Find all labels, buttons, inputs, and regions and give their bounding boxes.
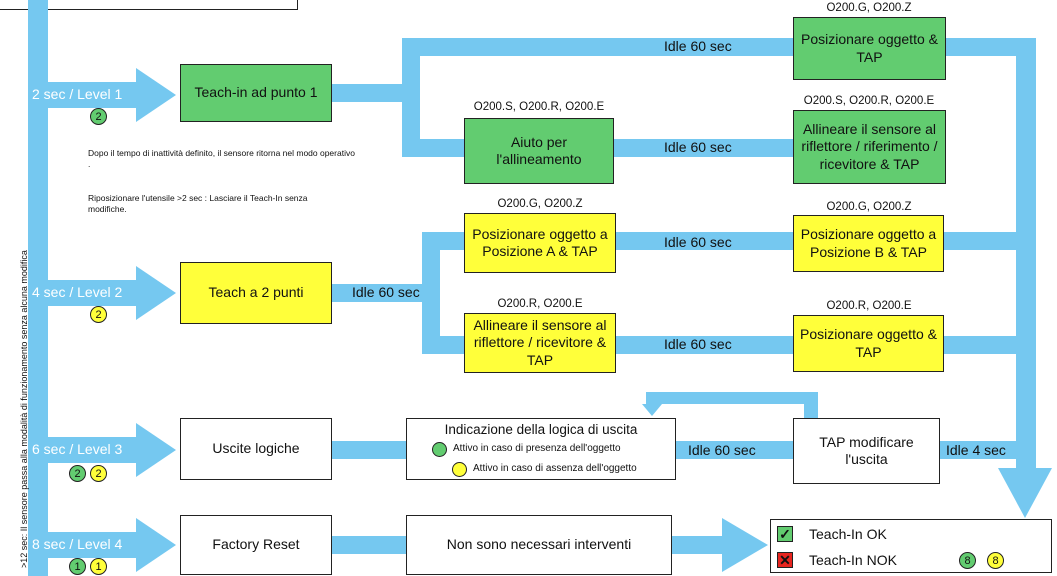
- r1-branch-vertical: [402, 40, 420, 157]
- tap-modify-output-box: TAP modificare l'uscita: [793, 418, 940, 484]
- position-tap-top-box: Posizionare oggetto & TAP: [793, 17, 946, 80]
- level3-badge-yellow: 2: [90, 465, 107, 482]
- r3-loop-top: [646, 392, 818, 404]
- position-b-code: O200.G, O200.Z: [826, 201, 912, 213]
- align-help-code: O200.S, O200.R, O200.E: [473, 101, 605, 113]
- r1-top-horizontal: [402, 38, 794, 56]
- idle-60-top: Idle 60 sec: [664, 38, 732, 54]
- r1-align-to-right: [612, 139, 794, 157]
- presence-dot: [432, 442, 447, 457]
- level4-label: 8 sec / Level 4: [32, 536, 123, 552]
- row1-pipe: [28, 82, 138, 108]
- idle-60-align-mid: Idle 60 sec: [664, 336, 732, 352]
- teach-in-nok-label: Teach-In NOK: [809, 552, 897, 568]
- inactivity-note: Dopo il tempo di inattività definito, il…: [88, 148, 355, 169]
- row3-pipe: [28, 437, 138, 463]
- right-down-arrow: [998, 468, 1052, 518]
- level4-badge-green: 1: [69, 558, 86, 575]
- row4-pipe: [28, 532, 138, 558]
- position-tap-mid-code: O200.R, O200.E: [826, 300, 912, 312]
- idle-4: Idle 4 sec: [946, 442, 1006, 458]
- r2-pos-to-right: [944, 336, 1024, 354]
- idle-60-align: Idle 60 sec: [664, 139, 732, 155]
- position-b-box: Posizionare oggetto a Posizione B & TAP: [793, 215, 944, 272]
- r2-posB-to-right: [944, 232, 1024, 250]
- nok-badge-green: 8: [959, 552, 976, 569]
- teach-2-points-box: Teach a 2 punti: [180, 262, 332, 324]
- r2-out: [332, 284, 428, 302]
- teach-in-point1-box: Teach-in ad punto 1: [180, 64, 332, 122]
- align-sensor-top-code: O200.S, O200.R, O200.E: [803, 95, 935, 107]
- r2-align-to-pos: [614, 336, 794, 354]
- row2-pipe: [28, 280, 138, 306]
- right-vertical: [1016, 38, 1036, 473]
- level1-badge: 2: [90, 108, 107, 125]
- position-a-box: Posizionare oggetto a Posizione A & TAP: [464, 213, 616, 273]
- loop-arrow-head: [642, 404, 662, 416]
- logic-indication-title: Indicazione della logica di uscita: [444, 422, 638, 437]
- logic-indication-box: Indicazione della logica di uscita Attiv…: [406, 418, 676, 480]
- row3-arrow: [136, 423, 176, 477]
- align-sensor-mid-code: O200.R, O200.E: [497, 298, 583, 310]
- reposition-note: Riposizionare l'utensile >2 sec : Lascia…: [88, 193, 308, 214]
- r4-to-status: [672, 536, 726, 554]
- no-action-box: Non sono necessari interventi: [406, 515, 672, 575]
- absence-dot: [452, 462, 467, 477]
- logic-absence-label: Attivo in caso di assenza dell'oggetto: [473, 463, 637, 474]
- position-tap-mid-box: Posizionare oggetto & TAP: [793, 315, 944, 372]
- level3-label: 6 sec / Level 3: [32, 441, 123, 457]
- check-icon: ✓: [777, 526, 793, 542]
- status-arrow: [722, 518, 768, 572]
- factory-reset-box: Factory Reset: [180, 515, 332, 575]
- cross-icon: ✕: [777, 552, 793, 568]
- teach-in-ok-label: Teach-In OK: [809, 526, 887, 542]
- position-a-code: O200.G, O200.Z: [497, 198, 583, 210]
- r2-bottom-horizontal: [422, 336, 466, 354]
- top-partial-box: [0, 0, 298, 10]
- level3-badge-green: 2: [69, 465, 86, 482]
- top-right-horizontal: [946, 38, 1036, 56]
- level4-badge-yellow: 1: [90, 558, 107, 575]
- teach-in-status-legend: ✓ Teach-In OK ✕ Teach-In NOK 8 8: [770, 519, 1052, 573]
- r4-out: [332, 536, 408, 554]
- row4-arrow: [136, 518, 176, 572]
- vertical-note: >12 sec: Il sensore passa alla modalità …: [19, 250, 29, 568]
- row2-arrow: [136, 266, 176, 320]
- align-sensor-mid-box: Allineare il sensore al riflettore / ric…: [464, 313, 616, 373]
- r2-top-horizontal: [422, 232, 466, 250]
- level1-label: 2 sec / Level 1: [32, 86, 123, 102]
- r2-posA-to-posB: [614, 232, 794, 250]
- logic-outputs-box: Uscite logiche: [180, 418, 332, 480]
- top-right-code: O200.G, O200.Z: [826, 2, 912, 14]
- level2-label: 4 sec / Level 2: [32, 284, 123, 300]
- align-sensor-top-box: Allineare il sensore al riflettore / rif…: [793, 110, 946, 184]
- row1-arrow: [136, 68, 176, 122]
- idle-60-teach2: Idle 60 sec: [352, 284, 420, 300]
- r3-logic-to-tap: [676, 441, 794, 459]
- r3-tap-to-right: [940, 441, 1022, 459]
- r2-branch-vertical: [422, 232, 440, 354]
- level2-badge: 2: [90, 306, 107, 323]
- idle-60-logic: Idle 60 sec: [688, 442, 756, 458]
- idle-60-posA: Idle 60 sec: [664, 234, 732, 250]
- align-help-box: Aiuto per l'allineamento: [464, 118, 614, 184]
- r1-out: [330, 84, 410, 102]
- r3-out: [332, 441, 408, 459]
- logic-presence-label: Attivo in caso di presenza dell'oggetto: [453, 443, 621, 454]
- r1-bottom-horizontal: [402, 139, 466, 157]
- nok-badge-yellow: 8: [987, 552, 1004, 569]
